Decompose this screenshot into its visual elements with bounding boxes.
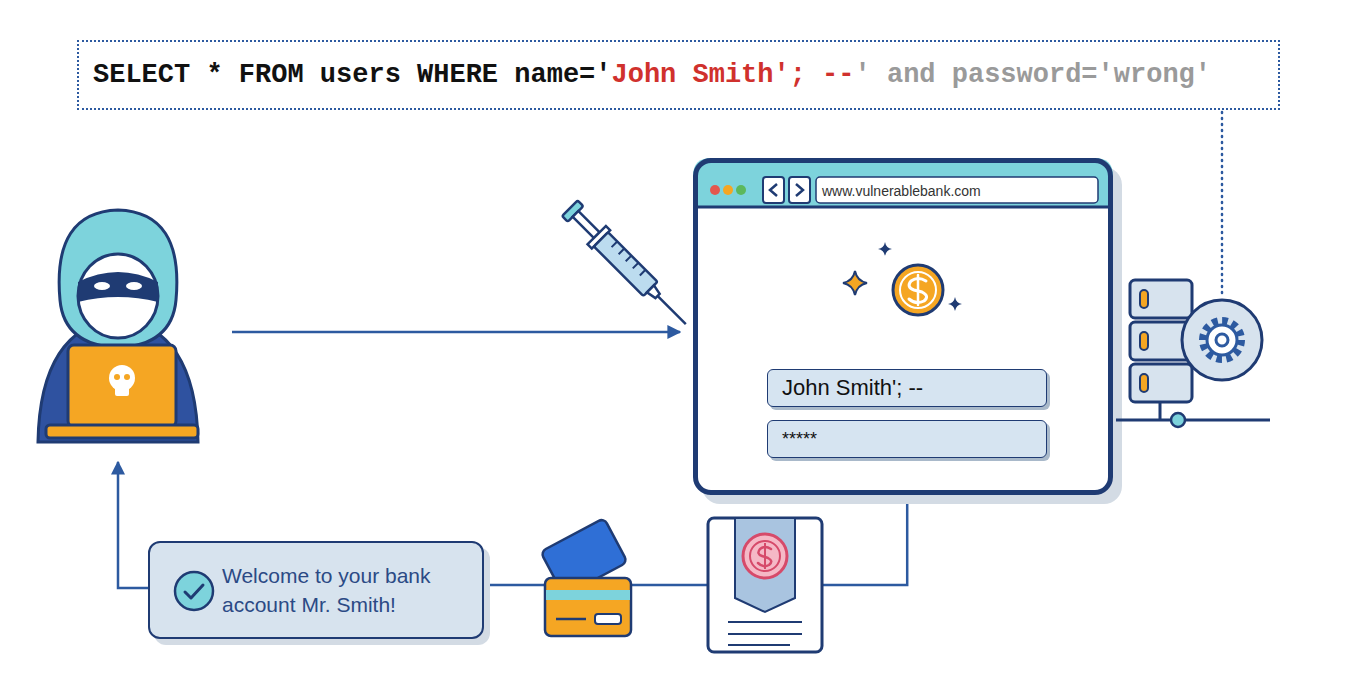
- document-seal: [743, 534, 787, 578]
- hacker-hood: [59, 210, 177, 348]
- check-circle: [175, 572, 213, 610]
- browser-title-bar: [693, 158, 1113, 207]
- return-arrow: [118, 462, 148, 588]
- skull-eye: [124, 374, 130, 380]
- welcome-message: Welcome to your bank account Mr. Smith!: [148, 541, 484, 639]
- check-mark: [185, 585, 203, 598]
- server-light: [1140, 290, 1148, 308]
- attack-arrow: [232, 331, 680, 334]
- document-sheet: [708, 518, 822, 652]
- seal-rim: [750, 541, 780, 571]
- statement-icon: [708, 518, 822, 652]
- card-front: [545, 578, 631, 636]
- syringe-rod: [573, 211, 600, 238]
- coin-rim: [900, 272, 936, 308]
- dollar-bar: [917, 275, 920, 305]
- username-field-label: John Smith'; --: [782, 375, 923, 401]
- window-dot: [710, 185, 720, 195]
- document-ribbon: [735, 518, 795, 612]
- forward-chevron: [796, 184, 803, 196]
- browser-window-label: www.vulnerablebank.com: [822, 183, 981, 199]
- card-number: [556, 618, 586, 621]
- skull-eye: [114, 374, 120, 380]
- username-field-text: John Smith'; --: [768, 370, 1046, 406]
- browser-window-text: www.vulnerablebank.com: [822, 183, 981, 199]
- laptop-screen: [68, 345, 176, 427]
- server-icon: [1116, 280, 1270, 427]
- sparkle: [843, 271, 867, 295]
- document-lines: [728, 622, 802, 645]
- server-unit: [1130, 280, 1192, 318]
- syringe-needle: [658, 296, 686, 324]
- server-network-node: [1171, 413, 1185, 427]
- gear-teeth: [1203, 321, 1241, 359]
- window-dot: [723, 185, 733, 195]
- laptop-base: [46, 425, 198, 438]
- gear-badge: [1182, 300, 1262, 380]
- server-unit: [1130, 364, 1192, 402]
- server-light: [1140, 374, 1148, 392]
- skull-jaw: [115, 385, 129, 396]
- hacker-eye: [94, 282, 110, 290]
- sparkle: [948, 297, 962, 311]
- query-box-label: SELECT * FROM users WHERE name=': [93, 60, 611, 90]
- browser-title-rule: [693, 206, 1113, 209]
- welcome-message-text: Welcome to your bank account Mr. Smith!: [150, 543, 482, 637]
- browser-ground: [693, 158, 1113, 495]
- password-field-label: *****: [782, 429, 817, 450]
- query-box-label: ' and password='wrong': [855, 60, 1211, 90]
- hacker-face: [78, 254, 158, 338]
- back-button: [763, 177, 784, 203]
- coin-icon: [893, 265, 943, 315]
- url-bar: [816, 177, 1098, 203]
- syringe-icon: [561, 199, 695, 333]
- query-box: SELECT * FROM users WHERE name='John Smi…: [77, 40, 1280, 110]
- card-stripe: [546, 590, 630, 600]
- hacker-figure: [38, 210, 198, 442]
- card-chip: [595, 614, 621, 624]
- hacker-eye: [126, 282, 142, 290]
- syringe-scale: [612, 241, 646, 275]
- window-dot: [736, 185, 746, 195]
- response-connector: [484, 495, 907, 585]
- dollar-bar: [764, 543, 766, 569]
- query-box-text: SELECT * FROM users WHERE name='John Smi…: [79, 42, 1278, 108]
- syringe-barrel: [594, 232, 658, 296]
- username-field: John Smith'; --: [767, 369, 1047, 407]
- browser-window: www.vulnerablebank.comJohn Smith'; -- ***…: [693, 158, 1113, 495]
- card-icon: [540, 518, 631, 636]
- gear-hole: [1216, 334, 1228, 346]
- welcome-message-label: Welcome to your bank account Mr. Smith!: [222, 561, 470, 620]
- sparkle: [878, 242, 892, 256]
- coin: [893, 265, 943, 315]
- server-light: [1140, 332, 1148, 350]
- query-box-label: John Smith'; --: [611, 60, 854, 90]
- query-leader: [1221, 112, 1224, 298]
- password-field: *****: [767, 420, 1047, 458]
- check-icon: [172, 569, 216, 613]
- password-field-text: *****: [768, 421, 1046, 457]
- gear-body: [1207, 325, 1237, 355]
- back-chevron: [770, 184, 777, 196]
- forward-button: [789, 177, 810, 203]
- hacker-mask: [78, 272, 158, 302]
